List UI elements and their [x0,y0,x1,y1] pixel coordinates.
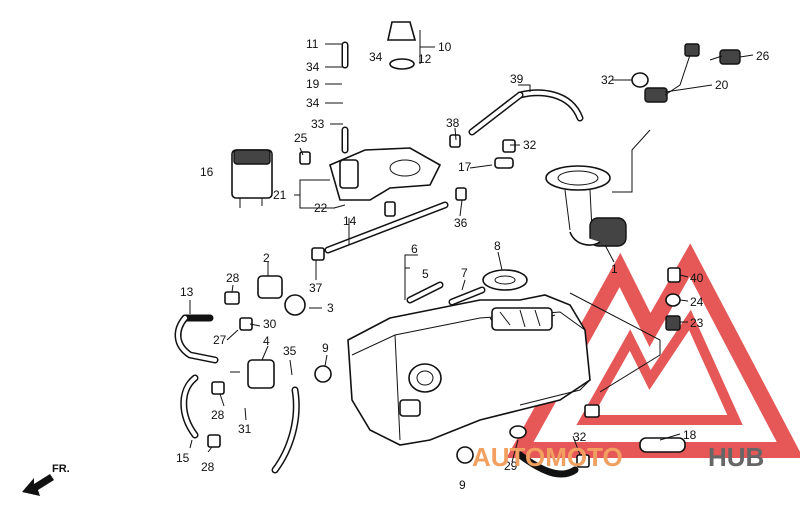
callout-39: 39 [510,72,524,86]
callout-24: 24 [690,295,704,309]
small-parts [207,21,741,468]
front-direction-indicator: FR. [22,463,70,496]
callout-25: 25 [294,131,308,145]
callout-34-c: 34 [369,50,383,64]
callout-19: 19 [306,77,320,91]
callout-4: 4 [263,334,270,348]
callout-32-c: 32 [573,430,587,444]
callout-34-b: 34 [306,96,320,110]
callout-18: 18 [683,428,697,442]
callout-8: 8 [494,239,501,253]
watermark-part-a: AUTOMOTO [472,442,623,472]
callout-15: 15 [176,451,190,465]
callout-29: 29 [504,459,518,473]
callout-9-b: 9 [459,478,466,492]
callout-31: 31 [238,422,252,436]
callout-34-a: 34 [306,60,320,74]
callout-3: 3 [327,301,334,315]
callout-14: 14 [343,214,357,228]
callout-1: 1 [611,262,618,276]
callout-5: 5 [422,267,429,281]
callout-6: 6 [411,242,418,256]
front-label: FR. [52,463,70,475]
leader-lines [189,30,754,463]
callout-32-a: 32 [601,73,615,87]
callout-36: 36 [454,216,468,230]
callout-33: 33 [311,117,325,131]
callout-21: 21 [273,188,287,202]
vent-bracket [329,147,442,201]
callout-numbers: 1 2 3 4 5 6 7 8 9 9 10 11 12 13 14 15 16… [176,37,770,492]
callout-30: 30 [263,317,277,331]
callout-16: 16 [200,165,214,179]
watermark-part-b: HUB [708,442,764,472]
fuel-pump-assembly [545,129,651,247]
hoses [174,41,584,478]
callout-9-a: 9 [322,341,329,355]
watermark-text: AUTOMOTO HUB [472,442,764,472]
fuel-tank [347,294,591,446]
callout-26: 26 [756,49,770,63]
callout-32-b: 32 [523,138,537,152]
callout-23: 23 [690,316,704,330]
callout-38: 38 [446,116,460,130]
callout-28-b: 28 [211,408,225,422]
charcoal-canister [231,149,273,208]
callout-22: 22 [314,201,328,215]
front-arrow-icon [22,474,54,496]
callout-28-c: 28 [201,460,215,474]
callout-27: 27 [213,333,227,347]
callout-17: 17 [458,160,472,174]
callout-2: 2 [263,251,270,265]
callout-28-a: 28 [226,271,240,285]
callout-37: 37 [309,281,323,295]
callout-7: 7 [461,266,468,280]
callout-10: 10 [438,40,452,54]
callout-20: 20 [715,78,729,92]
callout-12: 12 [418,52,432,66]
callout-11: 11 [306,37,319,51]
callout-13: 13 [180,285,194,299]
callout-40: 40 [690,271,704,285]
callout-35: 35 [283,344,297,358]
